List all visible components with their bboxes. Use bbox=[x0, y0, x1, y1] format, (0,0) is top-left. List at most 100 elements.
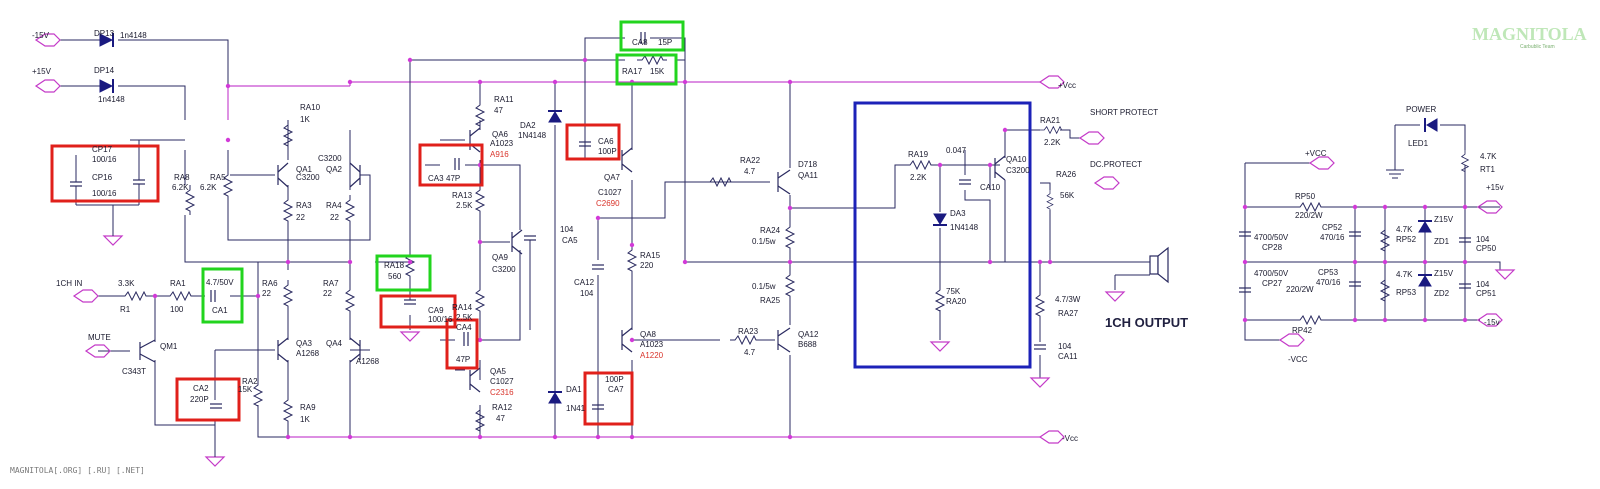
ca5-value: 104 bbox=[560, 225, 574, 234]
ra20-value: 75K bbox=[946, 287, 961, 296]
ca10-value: 0.047 bbox=[946, 146, 967, 155]
qa5-label: QA5 bbox=[490, 367, 507, 376]
ca3-label: CA3 bbox=[428, 174, 444, 183]
cp28-label: CP28 bbox=[1262, 243, 1283, 252]
ca1-value: 4.7/50V bbox=[206, 278, 234, 287]
ra23-value: 4.7 bbox=[744, 348, 756, 357]
zd2-label: ZD2 bbox=[1434, 289, 1450, 298]
protection-circuit-box bbox=[853, 101, 1032, 369]
ra20-label: RA20 bbox=[946, 297, 967, 306]
rp53-value: 4.7K bbox=[1396, 270, 1413, 279]
vcc-neg-label: -Vcc bbox=[1062, 434, 1078, 443]
output-label: 1CH OUTPUT bbox=[1105, 315, 1188, 330]
ca6-label: CA6 bbox=[598, 137, 614, 146]
ra24-label: RA24 bbox=[760, 226, 781, 235]
watermark-text: MAGNITOLA[.ORG] [.RU] [.NET] bbox=[10, 466, 145, 475]
cp27-label: CP27 bbox=[1262, 279, 1283, 288]
cp50-label: CP50 bbox=[1476, 244, 1497, 253]
ra6-value: 22 bbox=[262, 289, 271, 298]
rt1-value: 4.7K bbox=[1480, 152, 1497, 161]
cp51-value: 104 bbox=[1476, 280, 1490, 289]
dp13-label: DP13 bbox=[94, 29, 115, 38]
r1-value: 3.3K bbox=[118, 279, 135, 288]
qa9-value: C3200 bbox=[492, 265, 516, 274]
ra21-label: RA21 bbox=[1040, 116, 1061, 125]
ra1-value: 100 bbox=[170, 305, 184, 314]
cp53-label: CP53 bbox=[1318, 268, 1339, 277]
rp50-value: 220/2W bbox=[1295, 211, 1323, 220]
qm1-value: C343T bbox=[122, 367, 146, 376]
logo-name: MAGNITOLA bbox=[1472, 24, 1587, 44]
ra19-value: 2.2K bbox=[910, 173, 927, 182]
ra13-label: RA13 bbox=[452, 191, 473, 200]
ca2-value: 220P bbox=[190, 395, 209, 404]
ra27-label: RA27 bbox=[1058, 309, 1079, 318]
highlight-ra18 bbox=[375, 254, 432, 292]
ra24-value: 0.1/5w bbox=[752, 237, 776, 246]
ra3-label: RA3 bbox=[296, 201, 312, 210]
highlight-ca8 bbox=[619, 20, 685, 52]
qa11-value: D718 bbox=[798, 160, 818, 169]
cp52-label: CP52 bbox=[1322, 223, 1343, 232]
r1-label: R1 bbox=[120, 305, 131, 314]
ra23-label: RA23 bbox=[738, 327, 759, 336]
da1-value: 1N41 bbox=[566, 404, 586, 413]
cp28-value: 4700/50V bbox=[1254, 233, 1289, 242]
ca1-label: CA1 bbox=[212, 306, 228, 315]
ra8-value: 6.2K bbox=[172, 183, 189, 192]
ra14-label: RA14 bbox=[452, 303, 473, 312]
qa9-label: QA9 bbox=[492, 253, 509, 262]
ra10-value: 1K bbox=[300, 115, 310, 124]
junction-dots bbox=[152, 57, 1468, 440]
rp50-label: RP50 bbox=[1295, 192, 1316, 201]
highlight-ca9 bbox=[379, 294, 457, 329]
ra11-value: 47 bbox=[494, 106, 503, 115]
rp53-label: RP53 bbox=[1396, 288, 1417, 297]
led-label: LED1 bbox=[1408, 139, 1429, 148]
qa6-alt: A916 bbox=[490, 150, 509, 159]
dc-protect-label: DC.PROTECT bbox=[1090, 160, 1142, 169]
highlight-ca2 bbox=[175, 377, 241, 422]
ca4-label: CA4 bbox=[456, 323, 472, 332]
terminals bbox=[34, 33, 1503, 444]
ca6-value: 100P bbox=[598, 147, 617, 156]
cp16-label: CP16 bbox=[92, 173, 113, 182]
qa3-label: QA3 bbox=[296, 339, 313, 348]
qa4-value: A1268 bbox=[356, 357, 380, 366]
ra19-label: RA19 bbox=[908, 150, 929, 159]
ra13-value: 2.5K bbox=[456, 201, 473, 210]
ca2-label: CA2 bbox=[193, 384, 209, 393]
input-stage-wires bbox=[98, 120, 411, 438]
power-label: POWER bbox=[1406, 105, 1436, 114]
rt1-label: RT1 bbox=[1480, 165, 1496, 174]
cp53-value: 470/16 bbox=[1316, 278, 1341, 287]
highlight-ca6 bbox=[565, 123, 621, 161]
magnitola-logo: MAGNITOLA Carbublic Team bbox=[1472, 24, 1587, 50]
rp42-label: RP42 bbox=[1292, 326, 1313, 335]
labels: -15V +15V DP13 1n4148 DP14 1n4148 CP17 1… bbox=[10, 29, 1504, 475]
rail-label-pos15: +15V bbox=[32, 67, 52, 76]
cp17-label: CP17 bbox=[92, 145, 113, 154]
qa8-value: A1023 bbox=[640, 340, 664, 349]
qa10-value: C3200 bbox=[1006, 166, 1030, 175]
ra3-value: 22 bbox=[296, 213, 305, 222]
ca8-value: 15P bbox=[658, 38, 672, 47]
ca10-label: CA10 bbox=[980, 183, 1001, 192]
ra21-value: 2.2K bbox=[1044, 138, 1061, 147]
ra27-value: 4.7/3W bbox=[1055, 295, 1081, 304]
ra1-label: RA1 bbox=[170, 279, 186, 288]
component-symbols bbox=[70, 32, 1471, 410]
ca12-value: 104 bbox=[580, 289, 594, 298]
cp50-value: 104 bbox=[1476, 235, 1490, 244]
dp13-value: 1n4148 bbox=[120, 31, 147, 40]
qa1-label: QA1 bbox=[296, 165, 313, 174]
qa12-label: QA12 bbox=[798, 330, 819, 339]
cp27-value: 4700/50V bbox=[1254, 269, 1289, 278]
ra12-value: 47 bbox=[496, 414, 505, 423]
ca3-value: 47P bbox=[446, 174, 460, 183]
output-stage-wires bbox=[685, 82, 1150, 437]
qa7-alt: C2690 bbox=[596, 199, 620, 208]
ra8-label: RA8 bbox=[174, 173, 190, 182]
speaker-icon bbox=[1149, 246, 1169, 284]
ca7-value: 100P bbox=[605, 375, 624, 384]
